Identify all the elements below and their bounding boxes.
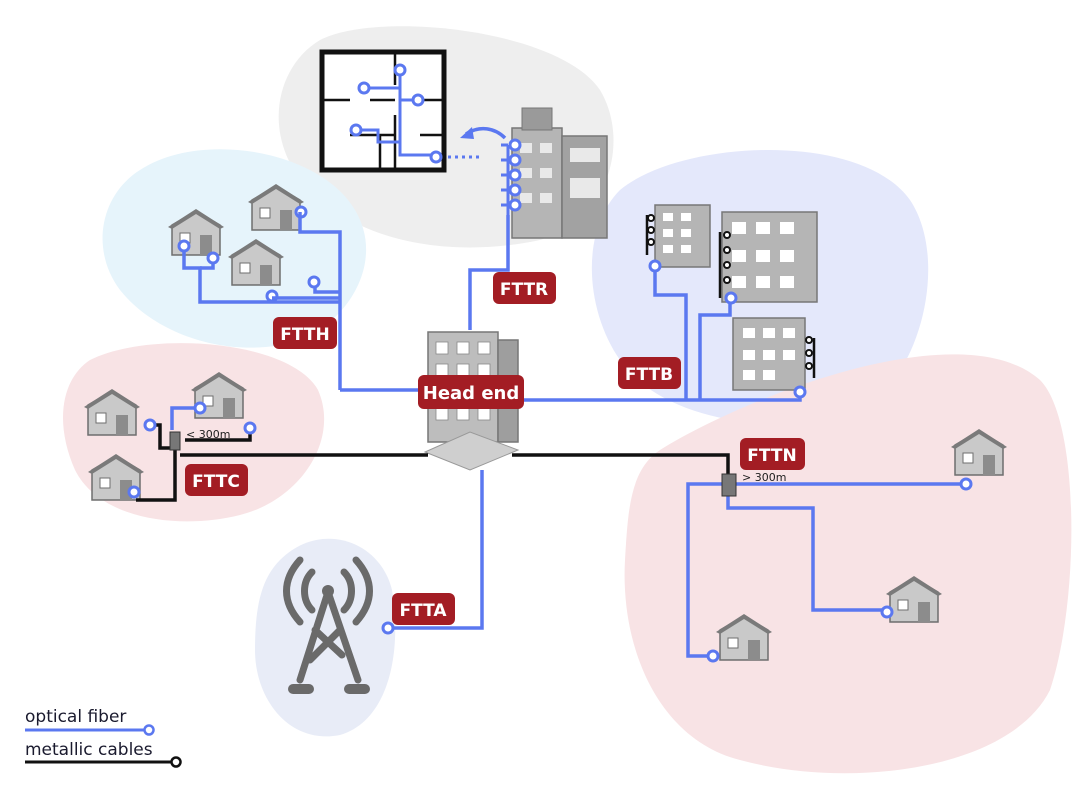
head-end-label: Head end	[423, 383, 519, 404]
fttr-building	[511, 107, 608, 239]
fttn-zone	[624, 354, 1072, 774]
head-end-base	[423, 431, 520, 471]
fttb-label: FTTB	[625, 365, 673, 385]
floor-plan-icon	[319, 49, 480, 173]
fttr-label: FTTR	[500, 280, 548, 300]
fttn-badge: FTTN	[740, 438, 805, 470]
cell-tower-foot-left	[288, 684, 314, 694]
legend-metal-endpoint	[170, 756, 182, 768]
curved-arrow-head	[460, 127, 474, 139]
legend-fiber-endpoint	[143, 724, 155, 736]
cell-tower-icon	[283, 556, 373, 684]
legend: optical fiber metallic cables	[25, 707, 182, 768]
fiber-endpoints	[127, 259, 973, 663]
fttb-metallic-risers	[645, 215, 816, 378]
fttn-cabinet-icon	[721, 473, 737, 497]
ftth-badge: FTTH	[273, 317, 337, 349]
fttb-building-3	[732, 317, 806, 391]
fttr-connectors	[501, 138, 522, 215]
fttn-label: FTTN	[747, 446, 796, 466]
fttc-label: FTTC	[192, 472, 240, 492]
fttb-badge: FTTB	[618, 357, 681, 389]
fttc-distance-label: < 300m	[186, 428, 230, 441]
cell-tower-foot-right	[344, 684, 370, 694]
head-end-badge: Head end	[418, 375, 524, 409]
fttb-building-1	[654, 204, 711, 268]
fttb-building-2	[721, 211, 818, 303]
ftta-badge: FTTA	[392, 593, 455, 625]
ftth-label: FTTH	[280, 325, 329, 345]
fttc-cabinet-icon	[169, 431, 181, 451]
fttr-badge: FTTR	[493, 272, 556, 304]
fttb-connectors	[647, 214, 813, 370]
ftta-label: FTTA	[399, 601, 447, 621]
legend-fiber-label: optical fiber	[25, 707, 126, 727]
cell-tower-top	[322, 585, 334, 597]
fttc-badge: FTTC	[185, 464, 248, 496]
legend-metal-label: metallic cables	[25, 740, 153, 760]
optical-fiber-links	[170, 212, 966, 658]
fttn-distance-label: > 300m	[742, 471, 786, 484]
